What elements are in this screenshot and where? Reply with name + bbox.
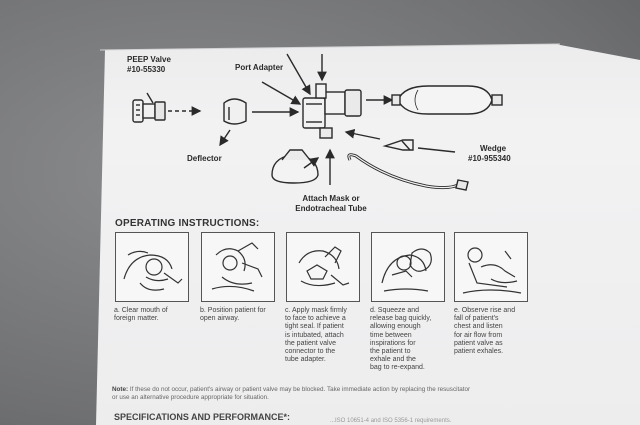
- step-c-text: c. Apply mask firmly to face to achieve …: [285, 307, 347, 364]
- resuscitator-bag-drawing: [391, 85, 503, 115]
- step-d-illustration: [371, 232, 445, 302]
- operating-instructions-title: OPERATING INSTRUCTIONS:: [115, 218, 260, 229]
- step-a-text: a. Clear mouth of foreign matter.: [114, 307, 168, 323]
- specifications-faint-text: ...ISO 10651-4 and ISO 5356-1 requiremen…: [330, 418, 452, 424]
- step-c-illustration: [286, 232, 360, 302]
- wedge-drawing: [382, 139, 414, 151]
- wedge-part-number: #10-955340: [468, 154, 511, 163]
- step-b-illustration: [201, 232, 275, 302]
- step-a-illustration: [115, 232, 189, 302]
- wedge-label: Wedge: [480, 144, 507, 153]
- mask-drawing: [271, 149, 320, 184]
- peep-valve-label: PEEP Valve: [127, 55, 171, 64]
- specifications-title: SPECIFICATIONS AND PERFORMANCE*:: [114, 412, 291, 422]
- deflector-label: Deflector: [187, 154, 222, 163]
- step-e-illustration: [454, 232, 528, 302]
- attach-label-line1: Attach Mask or: [302, 194, 360, 203]
- patient-valve-drawing: [302, 83, 362, 139]
- attach-label-line2: Endotracheal Tube: [295, 204, 367, 213]
- peep-valve-drawing: [132, 92, 166, 123]
- note-label: Note:: [112, 386, 129, 393]
- step-b-text: b. Position patient for open airway.: [200, 307, 266, 323]
- step-e-text: e. Observe rise and fall of patient's ch…: [454, 307, 516, 356]
- port-adapter-label: Port Adapter: [235, 63, 284, 72]
- endotracheal-tube-drawing: [347, 153, 469, 191]
- note-paragraph: Note: If these do not occur, patient's a…: [112, 386, 612, 402]
- step-d-text: d. Squeeze and release bag quickly, allo…: [370, 307, 432, 372]
- peep-valve-part-number: #10-55330: [127, 65, 166, 74]
- deflector-drawing: [219, 98, 247, 147]
- note-text: If these do not occur, patient's airway …: [112, 386, 471, 401]
